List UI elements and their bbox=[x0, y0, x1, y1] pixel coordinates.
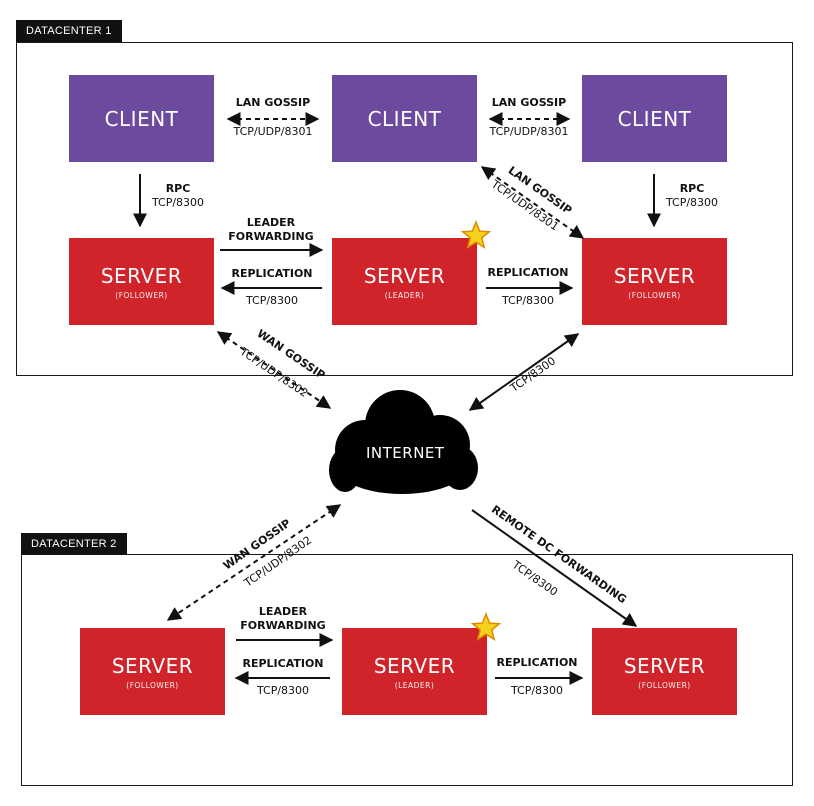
replication-label: REPLICATION bbox=[496, 656, 578, 669]
leader-star-icon bbox=[460, 219, 492, 249]
server-label: SERVER bbox=[373, 653, 456, 678]
rpc-label: RPC bbox=[679, 182, 705, 195]
lan-gossip-label: LAN GOSSIP bbox=[491, 96, 567, 109]
client-node: CLIENT bbox=[582, 75, 727, 162]
rpc-port: TCP/8300 bbox=[665, 196, 719, 209]
tcp-8300-arrow bbox=[468, 333, 580, 411]
wan-gossip-arrow bbox=[166, 504, 342, 621]
server-follower-node: SERVER (FOLLOWER) bbox=[582, 238, 727, 325]
server-follower-node: SERVER (FOLLOWER) bbox=[592, 628, 737, 715]
replication-label: REPLICATION bbox=[231, 267, 313, 280]
replication-port: TCP/8300 bbox=[501, 294, 555, 307]
client-label: CLIENT bbox=[104, 106, 179, 131]
server-role: (LEADER) bbox=[384, 290, 425, 300]
replication-port: TCP/8300 bbox=[245, 294, 299, 307]
server-follower-node: SERVER (FOLLOWER) bbox=[80, 628, 225, 715]
internet-label: INTERNET bbox=[366, 444, 445, 462]
server-label: SERVER bbox=[613, 263, 696, 288]
server-role: (FOLLOWER) bbox=[115, 290, 168, 300]
client-label: CLIENT bbox=[367, 106, 442, 131]
leader-forwarding-label: LEADER bbox=[246, 216, 296, 229]
rpc-label: RPC bbox=[165, 182, 191, 195]
leader-forwarding-label: FORWARDING bbox=[240, 619, 326, 632]
server-label: SERVER bbox=[623, 653, 706, 678]
lan-gossip-label: LAN GOSSIP bbox=[235, 96, 311, 109]
rpc-port: TCP/8300 bbox=[151, 196, 205, 209]
server-role: (LEADER) bbox=[394, 680, 435, 690]
server-label: SERVER bbox=[363, 263, 446, 288]
leader-forwarding-label: FORWARDING bbox=[228, 230, 314, 243]
lan-gossip-arrow bbox=[480, 166, 585, 239]
datacenter-1-frame bbox=[16, 42, 793, 376]
replication-port: TCP/8300 bbox=[510, 684, 564, 697]
server-role: (FOLLOWER) bbox=[638, 680, 691, 690]
replication-label: REPLICATION bbox=[242, 657, 324, 670]
replication-port: TCP/8300 bbox=[256, 684, 310, 697]
server-leader-node: SERVER (LEADER) bbox=[342, 628, 487, 715]
client-node: CLIENT bbox=[69, 75, 214, 162]
leader-star-icon bbox=[470, 611, 502, 641]
datacenter-2-frame bbox=[21, 554, 793, 786]
datacenter-2-tag: DATACENTER 2 bbox=[21, 533, 127, 555]
server-leader-node: SERVER (LEADER) bbox=[332, 238, 477, 325]
wan-gossip-arrow bbox=[216, 331, 332, 409]
server-role: (FOLLOWER) bbox=[628, 290, 681, 300]
server-label: SERVER bbox=[111, 653, 194, 678]
client-node: CLIENT bbox=[332, 75, 477, 162]
lan-gossip-port: TCP/UDP/8301 bbox=[233, 125, 313, 138]
server-follower-node: SERVER (FOLLOWER) bbox=[69, 238, 214, 325]
leader-forwarding-label: LEADER bbox=[258, 605, 308, 618]
remote-dc-forwarding-arrow bbox=[471, 509, 638, 627]
replication-label: REPLICATION bbox=[487, 266, 569, 279]
internet-cloud bbox=[329, 390, 478, 494]
server-role: (FOLLOWER) bbox=[126, 680, 179, 690]
server-label: SERVER bbox=[100, 263, 183, 288]
client-label: CLIENT bbox=[617, 106, 692, 131]
lan-gossip-port: TCP/UDP/8301 bbox=[489, 125, 569, 138]
datacenter-1-tag: DATACENTER 1 bbox=[16, 20, 122, 42]
